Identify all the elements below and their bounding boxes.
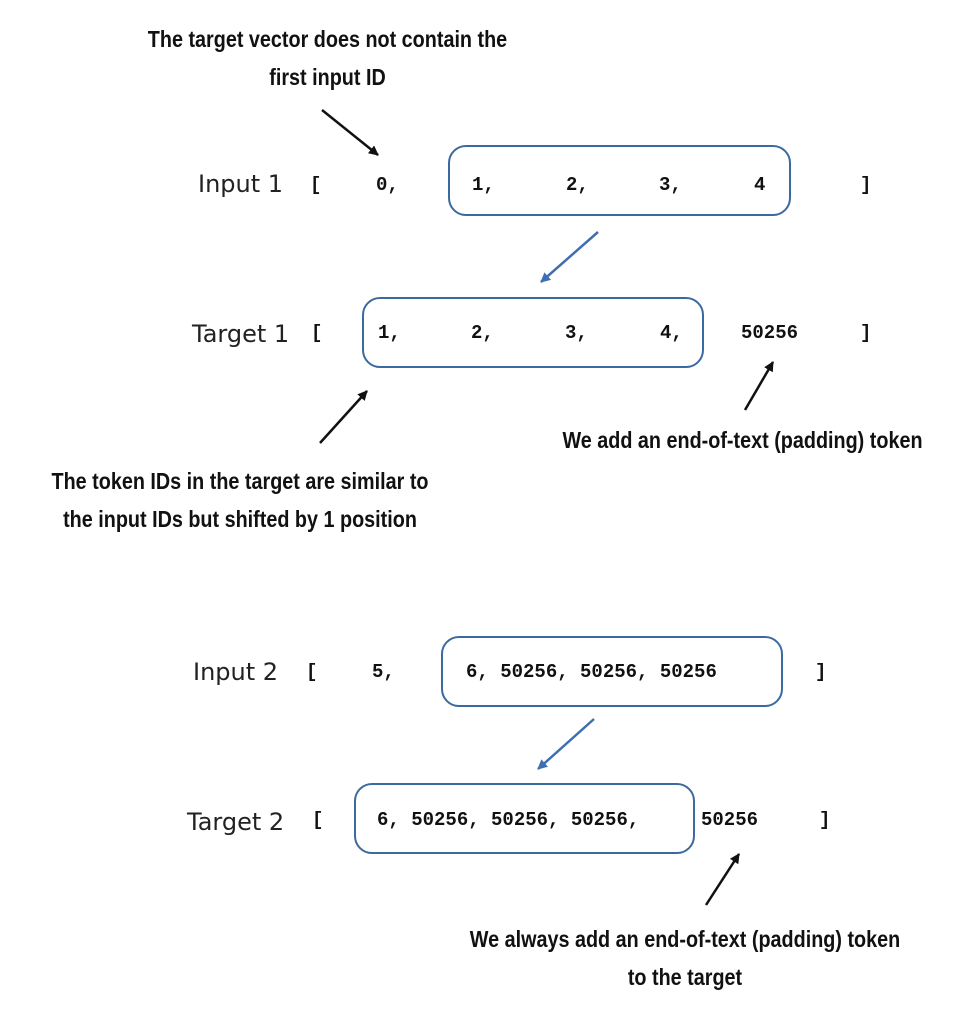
input-2-boxed-tokens: 6, 50256, 50256, 50256	[466, 661, 717, 683]
input-1-token: 3,	[659, 174, 682, 196]
input-1-token: 4	[754, 174, 766, 196]
shift-note-line-2: the input IDs but shifted by 1 position	[63, 506, 417, 532]
target-1-token: 1,	[378, 322, 401, 344]
pad-note-arrow	[743, 361, 775, 411]
always-pad-note-line-1: We always add an end-of-text (padding) t…	[469, 926, 901, 952]
target-1-open-bracket: [	[311, 322, 323, 344]
target-2-close-bracket: ]	[819, 809, 831, 831]
target-1-token: 4,	[660, 322, 683, 344]
target-2-open-bracket: [	[312, 809, 324, 831]
input-2-label: Input 2	[193, 658, 279, 686]
shift-note-line-1: The token IDs in the target are similar …	[51, 468, 429, 494]
input-2-token: 5,	[372, 661, 395, 683]
input-1-shifted-box	[448, 145, 791, 216]
target-2-boxed-tokens: 6, 50256, 50256, 50256,	[377, 809, 640, 831]
target-1-token: 2,	[471, 322, 494, 344]
shift-arrow-2	[537, 718, 595, 770]
shift-note-arrow	[319, 390, 368, 444]
target-1-token: 3,	[565, 322, 588, 344]
input-1-label: Input 1	[198, 170, 284, 198]
target-1-label: Target 1	[192, 320, 290, 348]
always-pad-note: We always add an end-of-text (padding) t…	[461, 920, 908, 996]
first-id-note-line-1: The target vector does not contain the	[147, 26, 508, 52]
target-1-close-bracket: ]	[860, 322, 872, 344]
input-1-token: 2,	[566, 174, 589, 196]
input-1-token: 0,	[376, 174, 399, 196]
always-pad-note-arrow	[704, 853, 741, 906]
input-1-open-bracket: [	[310, 174, 322, 196]
target-1-padding-token: 50256	[741, 322, 799, 344]
shift-note: The token IDs in the target are similar …	[42, 462, 438, 538]
input-2-shifted-box	[441, 636, 783, 707]
target-2-padding-token: 50256	[701, 809, 759, 831]
shift-arrow-1	[540, 231, 599, 283]
input-1-token: 1,	[472, 174, 495, 196]
pad-note: We add an end-of-text (padding) token	[562, 427, 923, 453]
first-id-note-line-2: first input ID	[269, 64, 386, 90]
input-2-close-bracket: ]	[815, 661, 827, 683]
always-pad-note-line-2: to the target	[627, 964, 743, 990]
target-2-box	[354, 783, 695, 854]
first-id-note: The target vector does not contain the f…	[128, 20, 528, 96]
target-1-box	[362, 297, 704, 368]
input-2-open-bracket: [	[306, 661, 318, 683]
first-id-arrow	[321, 109, 379, 156]
target-2-label: Target 2	[187, 808, 285, 836]
input-1-close-bracket: ]	[860, 174, 872, 196]
